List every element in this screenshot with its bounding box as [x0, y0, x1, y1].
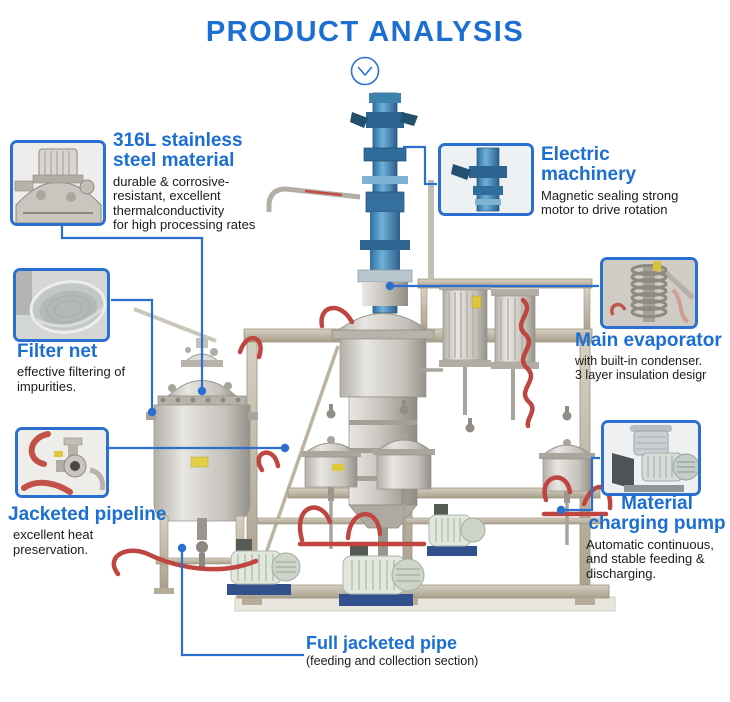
connector-dot-evaporator — [385, 281, 395, 291]
connector-316l-stainless — [60, 224, 204, 391]
callout-full-jacketed-pipe: Full jacketed pipe (feeding and collecti… — [306, 633, 556, 669]
connector-dot-filter — [147, 407, 157, 417]
electric-machinery-thumbnail — [438, 143, 534, 216]
callout-body: (feeding and collection section) — [306, 654, 479, 669]
callout-heading: 316L stainless steel material — [113, 130, 243, 172]
callout-heading: Material charging pump — [588, 493, 726, 535]
callout-heading: Electric machinery — [541, 144, 637, 186]
callout-body: Magnetic sealing strong motor to drive r… — [541, 187, 679, 218]
callout-filter-net: Filter net effective filtering of impuri… — [17, 341, 179, 394]
connector-dot-full-pipe — [177, 543, 187, 553]
callout-body: with built-in condenser. 3 layer insulat… — [575, 354, 707, 383]
jacketed-pipeline-thumbnail — [15, 427, 109, 498]
callout-jacketed-pipeline: Jacketed pipeline excellent heat preserv… — [8, 504, 180, 557]
callout-body: Automatic continuous, and stable feeding… — [586, 536, 714, 581]
callout-main-evaporator: Main evaporator with built-in condenser.… — [575, 330, 728, 383]
callout-body: durable & corrosive- resistant, excellen… — [113, 173, 256, 233]
main-evaporator-thumbnail — [600, 257, 698, 329]
connector-dot-jacketed — [280, 443, 290, 453]
chevron-down-icon — [349, 55, 381, 87]
callout-body: excellent heat preservation. — [13, 527, 94, 557]
callout-heading: Jacketed pipeline — [8, 504, 167, 525]
callout-stainless-steel: 316L stainless steel material durable & … — [113, 130, 285, 233]
callout-electric-machinery: Electric machinery Magnetic sealing stro… — [541, 144, 716, 218]
connector-dot-pump — [556, 505, 566, 515]
page-title: PRODUCT ANALYSIS — [205, 16, 525, 48]
material-charging-pump-thumbnail — [601, 420, 701, 496]
callout-connector-lines — [60, 145, 600, 657]
connector-filter-net — [111, 298, 154, 412]
filter-net-thumbnail — [13, 268, 110, 342]
callout-heading: Filter net — [17, 341, 98, 362]
connector-dot-316l — [197, 386, 207, 396]
connector-electric-machinery — [403, 145, 437, 186]
callout-heading: Main evaporator — [575, 330, 722, 351]
callout-heading: Full jacketed pipe — [306, 633, 458, 653]
connector-full-jacketed-pipe — [180, 548, 304, 657]
callout-body: effective filtering of impurities. — [17, 364, 126, 394]
callout-material-charging-pump: Material charging pump Automatic continu… — [586, 493, 728, 581]
connector-charging-pump — [561, 456, 600, 512]
stainless-steel-thumbnail — [10, 140, 106, 226]
